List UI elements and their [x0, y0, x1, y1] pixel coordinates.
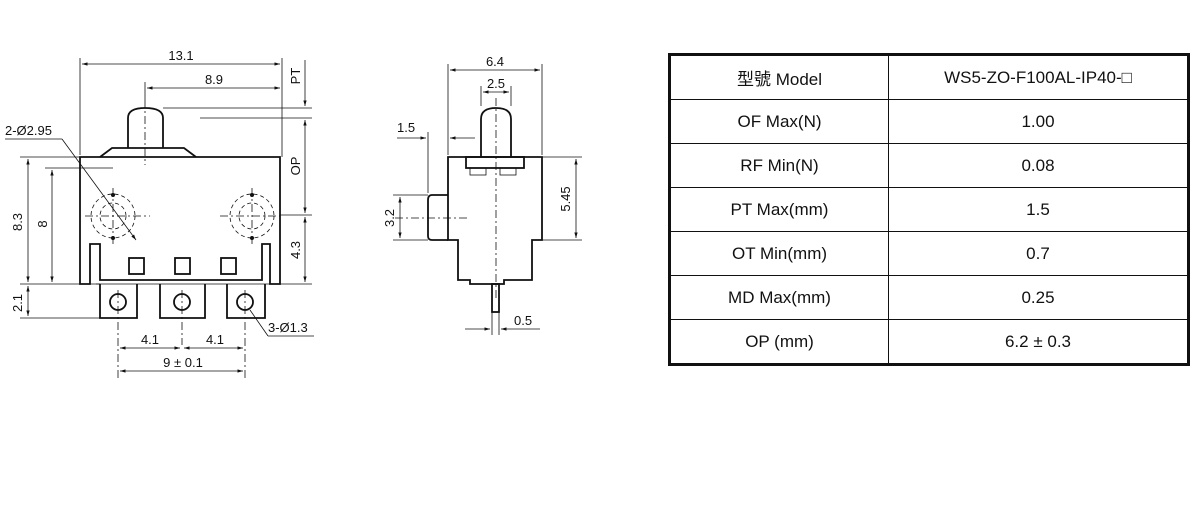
- dim-overall-pitch: 9 ± 0.1: [163, 355, 203, 370]
- switch-body-outline: [79, 156, 281, 285]
- terminal-window-1: [128, 257, 145, 275]
- spec-table: 型號 Model WS5-ZO-F100AL-IP40-□ OF Max(N) …: [668, 53, 1190, 366]
- spec-value: 0.7: [888, 231, 1189, 276]
- side-dim-step: 1.5: [397, 120, 415, 135]
- spec-label: 型號 Model: [669, 54, 889, 100]
- side-cover-strip: [465, 156, 525, 169]
- mount-hole-left: [85, 188, 150, 245]
- spec-label: OP (mm): [669, 319, 889, 365]
- spec-value: 0.08: [888, 143, 1189, 188]
- switch-cover-outline: [99, 147, 197, 158]
- dim-height-a: 8.3: [10, 213, 25, 231]
- terminal-hole-callout: 3-Ø1.3: [268, 320, 308, 335]
- table-row: OF Max(N) 1.00: [669, 99, 1189, 144]
- side-terminal-pin: [491, 283, 500, 313]
- front-view: 13.1 8.9 PT OP 4.3 8.3 8 2.1 2-Ø2.95: [5, 48, 314, 378]
- side-dim-terminal-thickness: 0.5: [514, 313, 532, 328]
- dim-pitch-left: 4.1: [141, 332, 159, 347]
- spec-label: PT Max(mm): [669, 187, 889, 232]
- spec-value: 0.25: [888, 275, 1189, 320]
- side-dim-actuator: 2.5: [487, 76, 505, 91]
- spec-value: 1.5: [888, 187, 1189, 232]
- side-dim-boss: 3.2: [382, 209, 397, 227]
- table-row: MD Max(mm) 0.25: [669, 275, 1189, 320]
- spec-label: RF Min(N): [669, 143, 889, 188]
- side-body-outline: [447, 156, 543, 285]
- side-dim-width: 6.4: [486, 54, 504, 69]
- dim-height-c: 4.3: [288, 241, 303, 259]
- terminal-window-3: [220, 257, 237, 275]
- spec-label: OT Min(mm): [669, 231, 889, 276]
- table-row: OT Min(mm) 0.7: [669, 231, 1189, 276]
- spec-label: OF Max(N): [669, 99, 889, 144]
- actuator-plunger: [127, 107, 164, 148]
- dim-height-b: 8: [35, 220, 50, 227]
- table-row: RF Min(N) 0.08: [669, 143, 1189, 188]
- side-actuator: [480, 107, 512, 157]
- side-detail-left: [469, 167, 487, 176]
- terminal-window-2: [174, 257, 191, 275]
- side-dim-height: 5.45: [558, 186, 573, 211]
- spec-label: MD Max(mm): [669, 275, 889, 320]
- dim-actuator-offset: 8.9: [205, 72, 223, 87]
- table-row: OP (mm) 6.2 ± 0.3: [669, 319, 1189, 365]
- side-boss: [427, 194, 448, 241]
- dim-op-label: OP: [288, 157, 303, 176]
- dim-pt-label: PT: [288, 68, 303, 85]
- spec-value: 6.2 ± 0.3: [888, 319, 1189, 365]
- dim-pitch-right: 4.1: [206, 332, 224, 347]
- spec-value: 1.00: [888, 99, 1189, 144]
- side-view: 6.4 2.5 1.5 5.45 3.2 0.5: [382, 54, 582, 335]
- table-row: PT Max(mm) 1.5: [669, 187, 1189, 232]
- terminals: [96, 283, 270, 378]
- table-row: 型號 Model WS5-ZO-F100AL-IP40-□: [669, 54, 1189, 100]
- mount-hole-right: [220, 188, 280, 245]
- spec-value: WS5-ZO-F100AL-IP40-□: [888, 54, 1189, 100]
- dim-width: 13.1: [168, 48, 193, 63]
- side-detail-right: [499, 167, 517, 176]
- mount-hole-callout: 2-Ø2.95: [5, 123, 52, 138]
- dim-terminal: 2.1: [10, 294, 25, 312]
